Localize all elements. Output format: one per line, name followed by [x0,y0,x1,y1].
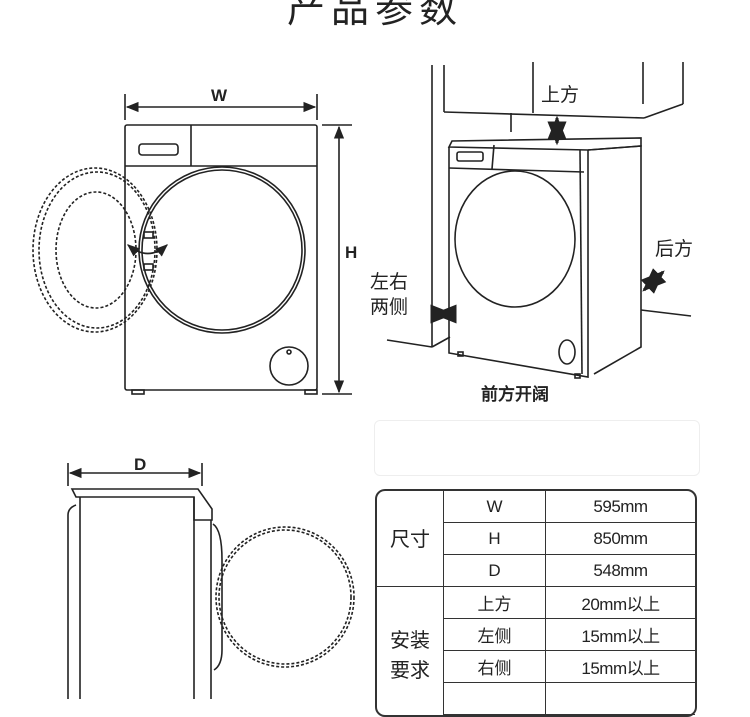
washer-front [448,147,589,378]
group-install-label: 安装 要求 [377,587,444,715]
install-drawer-handle [456,151,484,162]
page-title: 产品参数 [286,0,463,31]
width-label: W [211,86,228,105]
install-door [454,170,576,308]
side-open-door-dashed-inner [218,529,352,665]
open-door-outer2-dashed [38,171,156,329]
install-foot-left [457,351,464,357]
back-clearance-label: 后方 [655,238,694,260]
back-clearance-arrow [640,268,667,294]
cabinet-bottom [443,111,645,119]
left-floor-line [386,339,433,348]
hinge-top [143,231,154,239]
row-value-cutoff [546,683,695,715]
front-edge [579,149,583,375]
install-panel-line [448,167,585,173]
row-key: D [444,555,546,587]
install-foot-right [574,373,581,379]
depth-label: D [134,455,147,474]
washer-body [124,124,318,391]
install-view-washer [386,62,692,379]
group-size-label: 尺寸 [377,491,444,587]
side-door-profile [212,523,223,671]
table-row: D 548mm [377,555,695,587]
row-key-cutoff [444,683,546,715]
install-drain-cap [558,339,576,365]
washer-side [587,145,642,375]
table-row: 左侧 15mm以上 [377,619,695,651]
foot-left [131,389,145,395]
cabinet-side [643,103,684,119]
row-key: W [444,491,546,523]
row-value: 20mm以上 [546,587,695,619]
left-wall-base [431,336,451,348]
table-row: 右侧 15mm以上 [377,651,695,683]
sides-clearance-label-1: 左右 [370,271,409,293]
side-top-lid [70,488,213,521]
door-swing-arrow [127,244,168,257]
row-value: 595mm [546,491,695,523]
side-view-washer [67,463,355,699]
table-row: H 850mm [377,523,695,555]
row-key: 左侧 [444,619,546,651]
front-clearance-label: 前方开阔 [481,385,549,405]
drain-filter-dot [286,349,292,355]
row-value: 850mm [546,523,695,555]
row-value: 548mm [546,555,695,587]
group-install-label-2: 要求 [390,658,430,682]
top-clearance-label: 上方 [541,84,580,106]
row-key: H [444,523,546,555]
side-open-door-dashed [215,526,355,668]
hinge-bottom [143,263,154,271]
door-inner [141,169,303,331]
table-row: 安装 要求 上方 20mm以上 [377,587,695,715]
diagrams [32,62,692,699]
group-install-label-1: 安装 [390,628,430,652]
spec-table: 尺寸 W 595mm H 850mm D 548mm 安装 要求 上方 20mm… [375,489,697,717]
open-door-inner-dashed [55,191,137,309]
side-back-panel [67,504,77,699]
back-floor-line [640,309,692,317]
drain-filter-cap [269,346,309,386]
table-row: 尺寸 W 595mm [377,491,695,587]
install-drawer-divider [491,144,495,170]
sides-clearance-label-2: 两侧 [370,296,409,318]
door-outer [138,166,306,334]
ghost-table-shadow [374,420,700,476]
row-value: 15mm以上 [546,651,695,683]
height-label: H [345,243,358,262]
detergent-drawer-handle [138,143,179,156]
row-key: 右侧 [444,651,546,683]
row-value: 15mm以上 [546,619,695,651]
row-key: 上方 [444,587,546,619]
front-view-washer [32,94,352,395]
foot-right [304,389,318,395]
